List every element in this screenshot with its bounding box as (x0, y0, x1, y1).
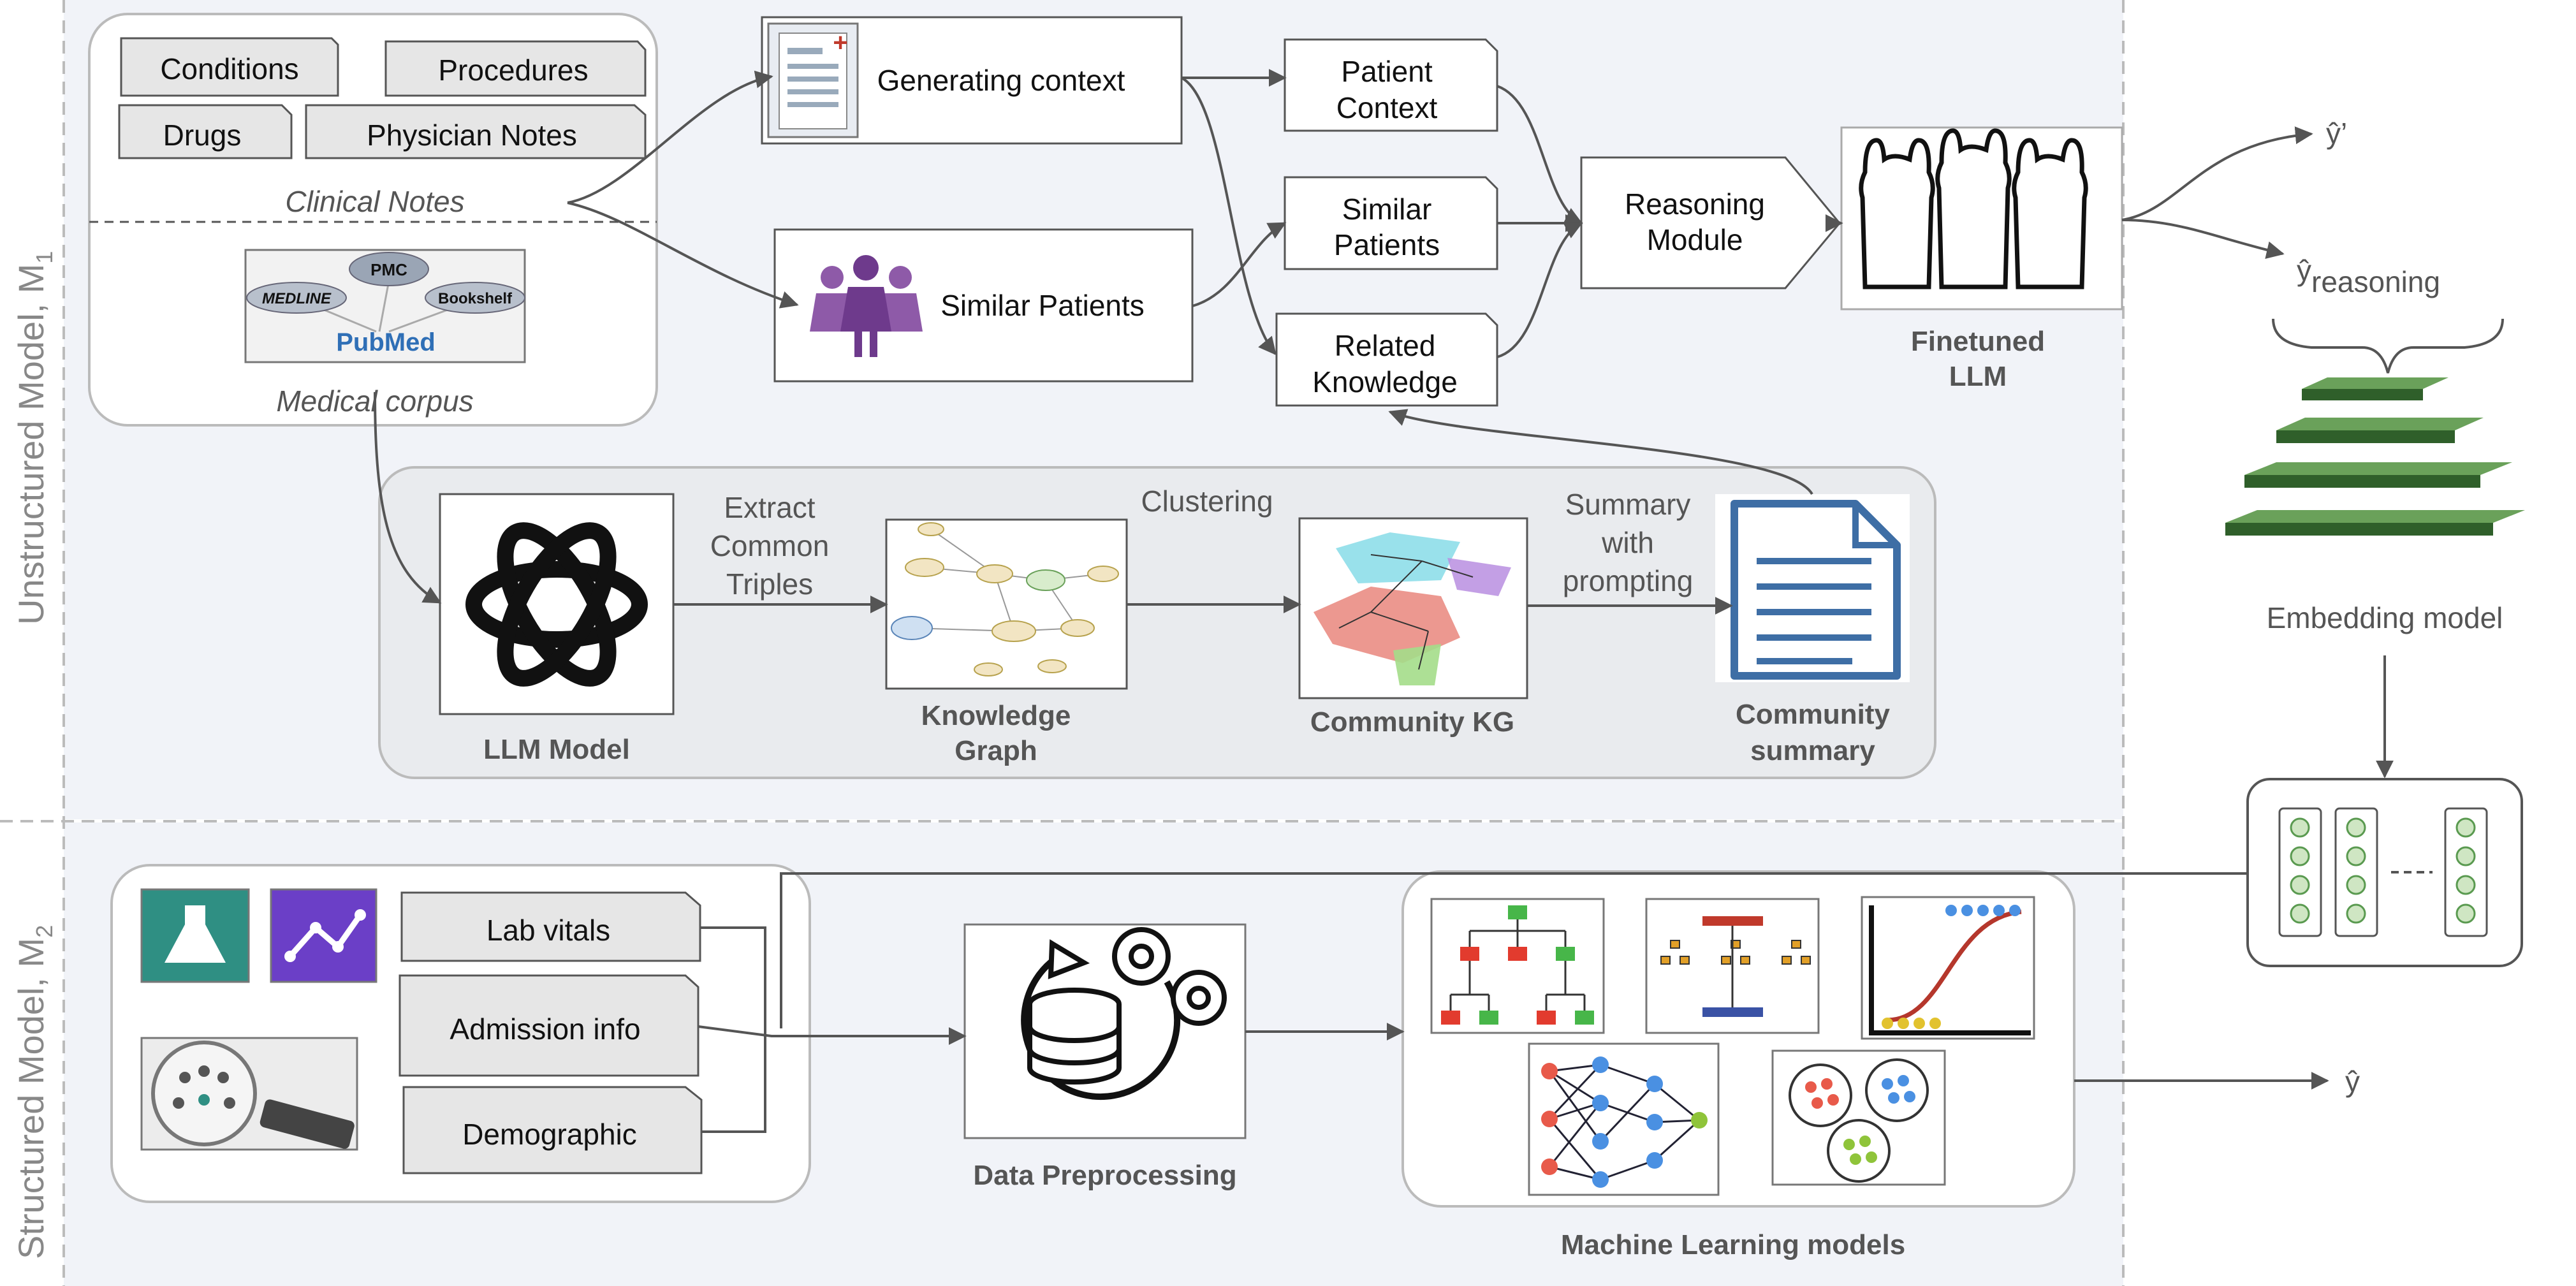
community-summary-node: Community summary (1715, 494, 1910, 766)
flask-icon (140, 888, 250, 983)
procedures-tab (384, 40, 647, 97)
neural-network-icon (1528, 1042, 1720, 1196)
data-preprocessing-node: Data Preprocessing (963, 923, 1247, 1191)
svg-text:Demographic: Demographic (462, 1118, 637, 1151)
ml-models-label: Machine Learning models (1561, 1229, 1905, 1260)
svg-text:Data Preprocessing: Data Preprocessing (973, 1160, 1236, 1191)
knowledge-graph-node: Knowledge Graph (885, 518, 1128, 766)
svg-text:Knowledge: Knowledge (921, 700, 1071, 731)
summary-label: Summary with prompting (1563, 488, 1694, 597)
trend-icon (270, 888, 377, 983)
unstructured-side-label: Unstructured Model, M1 (11, 251, 57, 625)
physician-notes-label: Physician Notes (367, 119, 577, 152)
svg-text:PMC: PMC (370, 260, 407, 279)
similar-patients-node: Similar Patients (773, 228, 1194, 383)
lab-vitals-tab: Lab vitals (400, 891, 701, 962)
embedding-model-icon (2213, 375, 2550, 576)
svg-text:Bookshelf: Bookshelf (438, 290, 513, 307)
svg-text:Extract: Extract (724, 491, 815, 524)
arrows (374, 69, 2394, 1133)
people-icon (810, 255, 923, 357)
similar-patients-doc: Similar Patients (1284, 176, 1498, 270)
svg-text:Structured Model, M2: Structured Model, M2 (11, 925, 57, 1259)
svg-text:with: with (1601, 526, 1654, 559)
llama-icon (1859, 128, 2088, 289)
svg-text:Summary: Summary (1565, 488, 1691, 521)
drugs-tab (118, 104, 293, 159)
svg-text:+: + (833, 29, 847, 57)
svg-text:Reasoning: Reasoning (1625, 187, 1765, 221)
pubmed-logo: PMC MEDLINE Bookshelf PubMed (244, 249, 526, 363)
physician-notes-tab (305, 104, 647, 159)
logistic-curve-icon (1861, 896, 2035, 1040)
svg-text:prompting: prompting (1563, 564, 1694, 597)
svg-text:Similar: Similar (1342, 193, 1432, 226)
random-forest-icon (1645, 898, 1820, 1034)
clustering-icon (1771, 1049, 1946, 1186)
related-knowledge-doc: Related Knowledge (1275, 312, 1498, 407)
svg-text:MEDLINE: MEDLINE (262, 290, 332, 307)
llm-model-node: LLM Model (439, 493, 675, 765)
extract-label: Extract Common Triples (710, 491, 830, 601)
clustering-label: Clustering (1141, 485, 1273, 518)
y-hat-output: ŷ (2345, 1065, 2360, 1098)
svg-text:Community: Community (1736, 699, 1891, 730)
svg-text:Lab vitals: Lab vitals (487, 914, 610, 947)
svg-text:Community KG: Community KG (1310, 706, 1514, 738)
svg-text:LLM: LLM (1949, 361, 2007, 392)
svg-text:Context: Context (1336, 91, 1438, 124)
procedures-label: Procedures (438, 54, 588, 87)
decision-tree-icon (1430, 898, 1605, 1034)
finetuned-llm-node: Finetuned LLM (1840, 126, 2123, 392)
generating-context-label: Generating context (877, 64, 1125, 97)
svg-text:Knowledge: Knowledge (1312, 365, 1458, 398)
svg-text:Module: Module (1647, 223, 1743, 256)
embedding-vectors (2246, 778, 2523, 967)
svg-text:Graph: Graph (955, 735, 1037, 766)
demographic-people-icon (140, 1037, 358, 1151)
svg-text:summary: summary (1750, 735, 1875, 766)
y-reasoning-output: ŷreasoning (2297, 254, 2440, 298)
structured-side-label: Structured Model, M2 (11, 925, 57, 1259)
conditions-tab (120, 37, 339, 97)
svg-text:Triples: Triples (726, 567, 813, 601)
svg-text:Unstructured Model, M1: Unstructured Model, M1 (11, 251, 57, 625)
y-prime-output: ŷ’ (2326, 117, 2347, 150)
svg-text:Finetuned: Finetuned (1911, 326, 2045, 357)
llm-logo-icon (465, 522, 648, 687)
admission-info-tab: Admission info (399, 974, 699, 1077)
svg-text:Patients: Patients (1334, 228, 1440, 261)
svg-text:Patient: Patient (1341, 55, 1432, 88)
conditions-label: Conditions (160, 52, 298, 85)
drugs-label: Drugs (163, 119, 242, 152)
svg-text:Admission info: Admission info (450, 1012, 640, 1046)
kg-pipeline-box (378, 466, 1936, 779)
similar-patients-label: Similar Patients (940, 289, 1145, 322)
embedding-model-label: Embedding model (2267, 601, 2503, 634)
reasoning-module: Reasoning Module (1580, 156, 1841, 289)
clinical-notes-caption: Clinical Notes (285, 185, 464, 218)
generating-context-node: + Generating context (761, 16, 1183, 145)
reasoning-brace (2272, 318, 2504, 374)
patient-context-doc: Patient Context (1284, 38, 1498, 132)
svg-text:PubMed: PubMed (336, 328, 435, 356)
svg-text:LLM Model: LLM Model (483, 734, 630, 765)
demographic-tab: Demographic (402, 1086, 703, 1174)
svg-text:Common: Common (710, 529, 830, 562)
community-kg-node: Community KG (1298, 517, 1528, 738)
svg-text:Related: Related (1335, 329, 1436, 362)
